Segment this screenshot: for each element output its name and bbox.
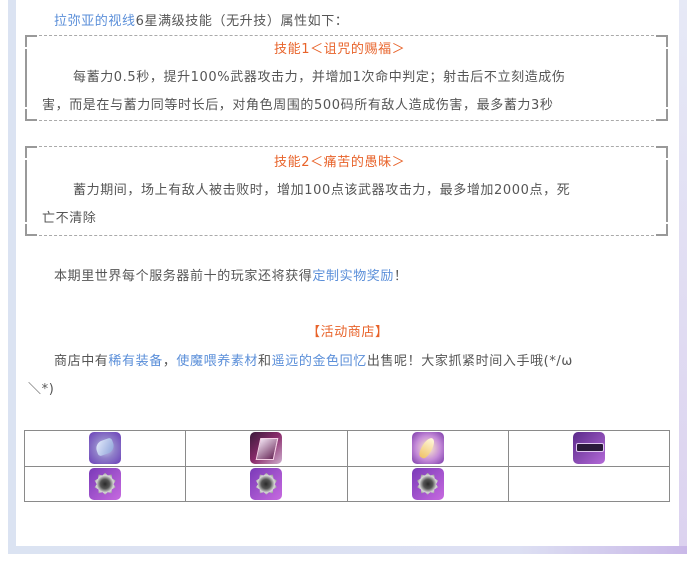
shop-desc-line1: 商店中有稀有装备，使魔喂养素材和遥远的金色回忆出售呢！大家抓紧时间入手哦(*/ω [54,353,573,371]
reward-text: 本期里世界每个服务器前十的玩家还将获得 [54,269,313,284]
item-cell [185,465,348,502]
silver-gear-icon[interactable] [89,467,122,500]
item-cell [23,430,187,467]
familiar-material-link[interactable]: 使魔喂养素材 [176,354,259,369]
frame-bottom-border [8,546,687,554]
shop-sep2: 和 [258,354,272,369]
item-cell-empty [507,465,671,502]
reward-link[interactable]: 定制实物奖励 [312,269,395,284]
skill2-title: 技能2＜痛苦的愚昧＞ [274,155,406,170]
golden-feather-icon[interactable] [411,432,444,465]
item-cell [346,465,509,502]
skill1-desc-line1: 每蓄力0.5秒，提升100%武器攻击力，并增加1次命中判定；射击后不立刻造成伤 [73,70,566,85]
spellbook-icon[interactable] [250,432,283,465]
shop-heading: 【活动商店】 [307,325,389,340]
item-cell [23,465,187,502]
shop-items-table [23,430,671,502]
stone-crystal-icon[interactable] [89,432,122,465]
frame-right-border [679,0,687,552]
intro-text: 6星满级技能（无升技）属性如下： [135,14,349,29]
skill1-title: 技能1＜诅咒的赐福＞ [274,42,406,57]
reward-text-end: ！ [394,269,408,284]
table-row [23,465,671,502]
skill1-desc-line2: 害，而是在与蓄力同等时长后，对角色周围的500码所有敌人造成伤害，最多蓄力3秒 [42,98,554,113]
golden-memory-link[interactable]: 遥远的金色回忆 [271,354,367,369]
skill2-box [25,146,668,236]
silver-gear-icon[interactable] [411,467,444,500]
item-cell [346,430,509,467]
intro-line: 拉弥亚的视线6星满级技能（无升技）属性如下： [54,13,348,31]
silver-gear-icon[interactable] [250,467,283,500]
shop-sep1: ， [162,354,177,369]
skill1-box [25,35,668,121]
item-cell [507,430,671,467]
shop-text: 商店中有 [54,354,109,369]
skill2-desc-line1: 蓄力期间，场上有敌人被击败时，增加100点该武器攻击力，最多增加2000点，死 [73,183,571,198]
reward-line: 本期里世界每个服务器前十的玩家还将获得定制实物奖励！ [54,268,408,286]
table-row [23,430,671,467]
shop-desc-line2: ＼*) [28,382,55,397]
item-cell [185,430,348,467]
shop-text-end: 出售呢！大家抓紧时间入手哦(*/ω [366,354,573,369]
rare-equipment-link[interactable]: 稀有装备 [108,354,163,369]
character-link[interactable]: 拉弥亚的视线 [54,14,136,29]
purple-gun-icon[interactable] [572,432,605,465]
frame-left-border [8,0,16,552]
skill2-desc-line2: 亡不清除 [42,211,97,226]
